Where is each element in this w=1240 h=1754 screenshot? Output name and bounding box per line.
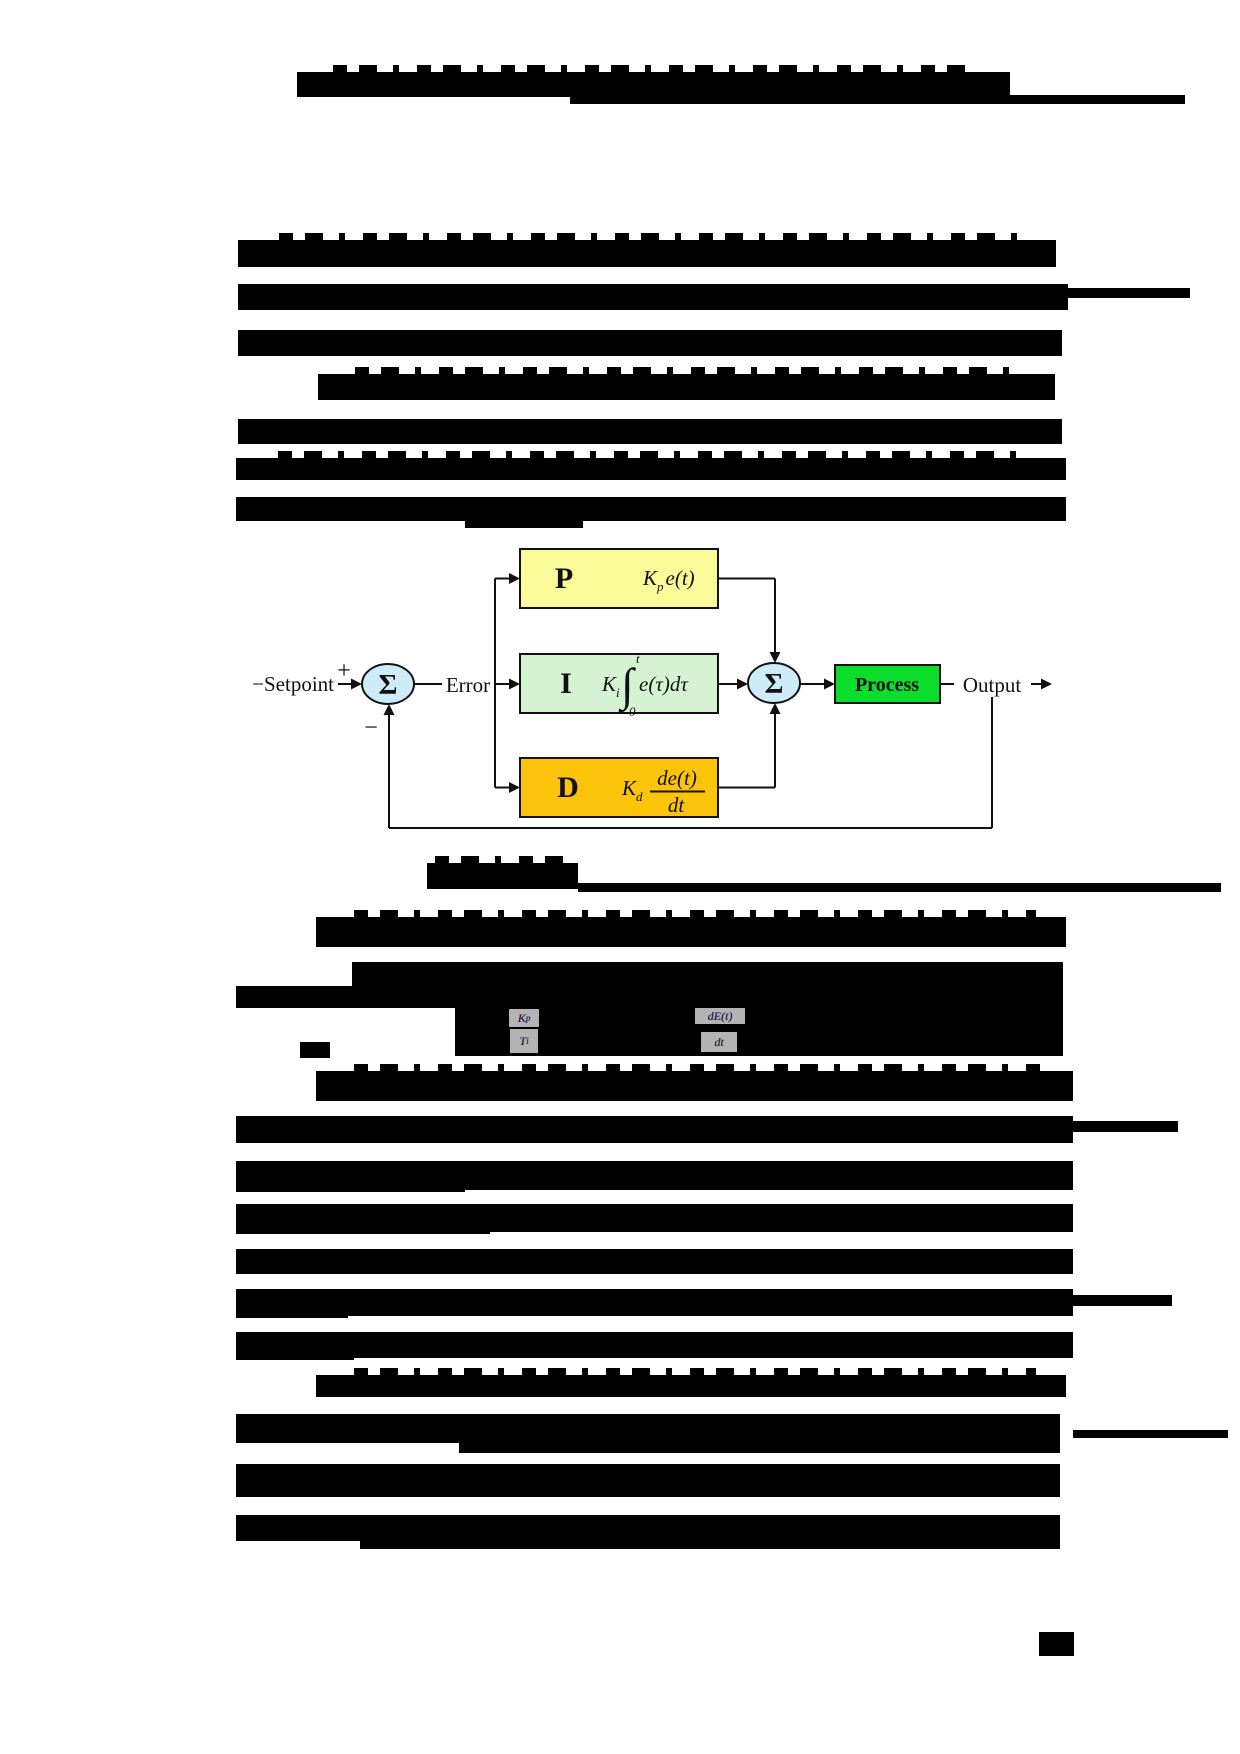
redacted-text-bar	[465, 521, 583, 528]
i-block	[519, 653, 719, 714]
redacted-text-bar	[236, 1414, 1060, 1443]
output-label: Output	[963, 673, 1022, 697]
redacted-text-bar	[352, 962, 1063, 986]
process-block	[834, 664, 941, 704]
pid-block-diagram: Σ Σ P Kpe(t) I Ki ∫ t 0 e(τ)dτ D Kd de(t…	[252, 548, 1052, 829]
redacted-text-bar	[316, 910, 1066, 947]
redacted-text-bar	[236, 1332, 1073, 1358]
process-label: Process	[855, 674, 919, 696]
redacted-text-bar	[318, 367, 1055, 400]
sum-junction-right	[747, 662, 801, 704]
redacted-text-bar	[238, 419, 1062, 444]
redacted-text-bar	[459, 1443, 1060, 1453]
i-block-expr: e(τ)dτ	[639, 672, 689, 696]
redacted-text-bar	[236, 497, 1066, 521]
redacted-text-bar	[1039, 1632, 1074, 1656]
redacted-text-bar	[1073, 1295, 1172, 1306]
redacted-text-bar	[1073, 1121, 1178, 1132]
redacted-text-bar	[427, 856, 578, 889]
error-label: Error	[446, 673, 490, 697]
d-block	[519, 757, 719, 818]
redacted-text-bar	[236, 1116, 1073, 1143]
diagram-lines	[338, 577, 993, 829]
minus-sign: −	[364, 715, 378, 741]
redacted-text-bar	[236, 1184, 465, 1192]
equation-token-de: dE(t)	[695, 1008, 745, 1024]
integral-sign: ∫	[618, 659, 636, 713]
redacted-text-bar	[236, 1310, 348, 1318]
redacted-text-bar	[236, 1515, 1060, 1541]
redacted-text-bar	[360, 1541, 1060, 1549]
redacted-text-bar	[236, 1352, 354, 1360]
redacted-text-bar	[316, 1064, 1073, 1101]
redacted-text-bar	[316, 1368, 1066, 1397]
error-label-backing	[442, 672, 494, 696]
redacted-text-bar	[236, 1464, 1060, 1497]
redacted-text-bar	[236, 1249, 1073, 1274]
redacted-text-bar	[300, 1042, 330, 1058]
redacted-text-bar	[238, 233, 1056, 267]
sum-symbol-right: Σ	[765, 668, 784, 700]
i-block-letter: I	[560, 667, 572, 700]
redacted-text-bar	[578, 883, 1221, 892]
redacted-text-bar	[236, 986, 1063, 1008]
i-block-gain: Ki	[601, 672, 620, 700]
redacted-text-bar	[238, 284, 1068, 310]
redacted-text-bar	[238, 330, 1062, 356]
p-block	[519, 548, 719, 609]
sum-symbol-left: Σ	[379, 669, 398, 701]
equation-token-dt: dt	[701, 1032, 737, 1052]
redacted-text-bar	[236, 1289, 1073, 1316]
redacted-text-bar	[455, 1006, 1063, 1056]
plus-sign: +	[337, 658, 351, 684]
redacted-text-bar	[297, 65, 1010, 97]
d-block-letter: D	[557, 771, 579, 804]
d-block-numerator: de(t)	[657, 766, 697, 790]
sum-junction-left	[361, 663, 415, 705]
redacted-text-bar	[1073, 1430, 1228, 1438]
redacted-text-bar	[236, 1226, 490, 1234]
redacted-text-bar	[570, 95, 1185, 104]
redacted-text-bar	[236, 451, 1066, 480]
arrowheads	[351, 573, 1052, 793]
d-block-gain: Kd	[621, 776, 643, 804]
setpoint-label: −Setpoint	[252, 672, 334, 696]
output-label-backing	[954, 671, 1030, 697]
integral-lower-limit: 0	[629, 704, 636, 719]
p-block-letter: P	[555, 562, 573, 595]
integral-upper-limit: t	[636, 651, 640, 666]
redacted-text-bar	[1068, 288, 1190, 298]
p-block-formula: Kpe(t)	[642, 566, 695, 594]
d-block-denominator: dt	[668, 793, 686, 817]
